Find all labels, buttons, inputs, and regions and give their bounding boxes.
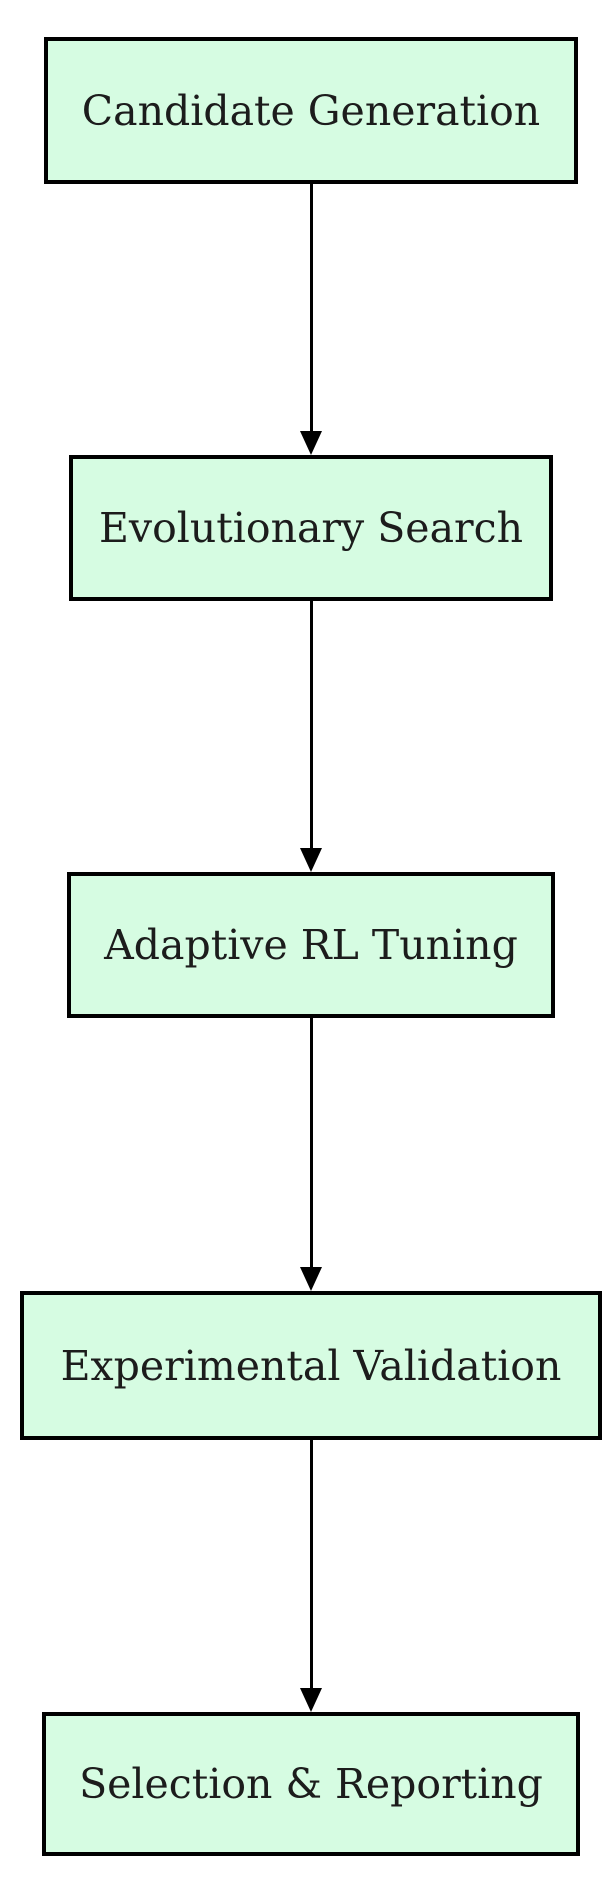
arrow-line (309, 1440, 313, 1688)
node-label: Evolutionary Search (99, 504, 523, 552)
flow-arrow-3 (299, 1018, 323, 1291)
node-label: Candidate Generation (81, 86, 541, 135)
flow-node-selection-reporting: Selection & Reporting (42, 1712, 580, 1856)
arrow-line (309, 601, 313, 848)
arrowhead-down-icon (300, 848, 322, 872)
flow-arrow-1 (299, 184, 323, 455)
flow-arrow-4 (299, 1440, 323, 1712)
node-label: Experimental Validation (60, 1341, 562, 1390)
flow-node-candidate-generation: Candidate Generation (44, 37, 578, 184)
arrow-line (309, 184, 313, 431)
flow-node-adaptive-rl-tuning: Adaptive RL Tuning (67, 872, 555, 1018)
flow-arrow-2 (299, 601, 323, 872)
arrowhead-down-icon (300, 1688, 322, 1712)
arrow-line (309, 1018, 313, 1267)
flow-node-experimental-validation: Experimental Validation (20, 1291, 602, 1440)
arrowhead-down-icon (300, 1267, 322, 1291)
node-label: Selection & Reporting (79, 1760, 543, 1808)
arrowhead-down-icon (300, 431, 322, 455)
flow-node-evolutionary-search: Evolutionary Search (69, 455, 553, 601)
node-label: Adaptive RL Tuning (104, 921, 518, 969)
